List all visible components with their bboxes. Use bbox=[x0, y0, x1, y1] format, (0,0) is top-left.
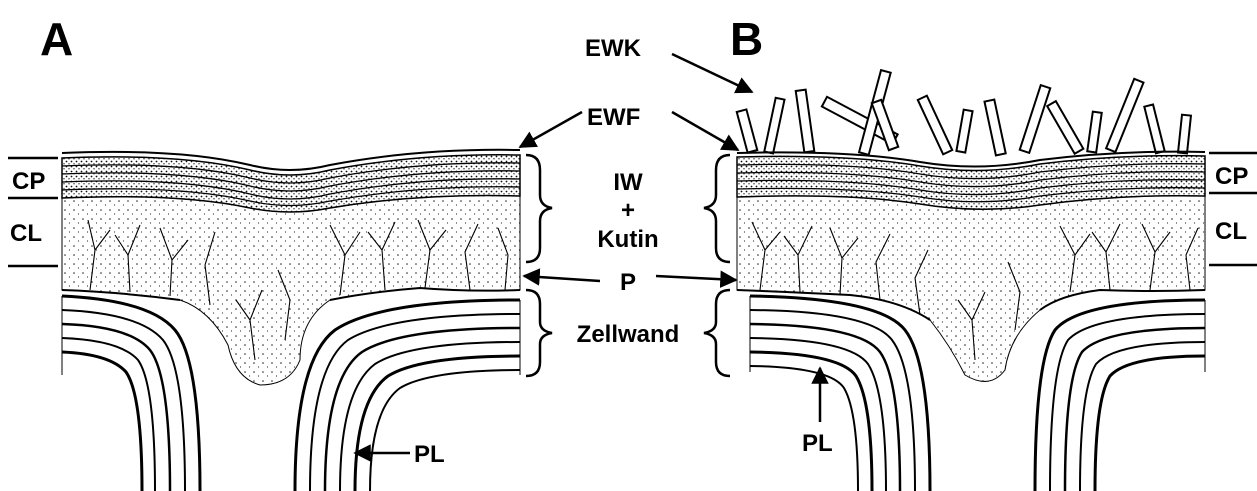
panel-b-drawing bbox=[737, 70, 1205, 491]
p-label: P bbox=[620, 269, 636, 296]
cp-left-label: CP bbox=[12, 168, 45, 195]
ewk-label: EWK bbox=[585, 35, 642, 62]
cp-right-label: CP bbox=[1215, 163, 1248, 190]
panel-b-cell-wall-left bbox=[750, 296, 930, 491]
brace-zellwand-left bbox=[526, 290, 552, 376]
p-arrow-left bbox=[524, 276, 600, 281]
kutin-label: Kutin bbox=[597, 226, 658, 253]
ewf-arrow-left bbox=[520, 112, 582, 147]
panel-a-cell-wall-right bbox=[295, 300, 520, 491]
pl-left-label: PL bbox=[414, 441, 445, 468]
ewf-label: EWF bbox=[587, 104, 640, 131]
cl-right-label: CL bbox=[1215, 218, 1247, 245]
p-arrow-right bbox=[656, 276, 736, 280]
panel-a-drawing bbox=[62, 150, 520, 491]
panel-b-label: B bbox=[730, 13, 763, 65]
pl-right-label: PL bbox=[802, 430, 833, 457]
brace-zellwand-right bbox=[704, 290, 730, 376]
ewf-arrow-right bbox=[672, 112, 738, 150]
brace-iw-left bbox=[526, 155, 552, 262]
cl-left-label: CL bbox=[10, 220, 42, 247]
panel-b-wax-crystals bbox=[737, 70, 1191, 155]
panel-b-cell-wall-right bbox=[1035, 300, 1205, 491]
plus-label: + bbox=[621, 197, 635, 224]
brace-iw-right bbox=[704, 155, 730, 262]
panel-a-label: A bbox=[40, 13, 73, 65]
panel-b-cuticular-layer bbox=[737, 196, 1205, 382]
panel-a-cell-wall-left bbox=[62, 296, 200, 491]
iw-label: IW bbox=[613, 169, 643, 196]
zellwand-label: Zellwand bbox=[577, 321, 680, 348]
